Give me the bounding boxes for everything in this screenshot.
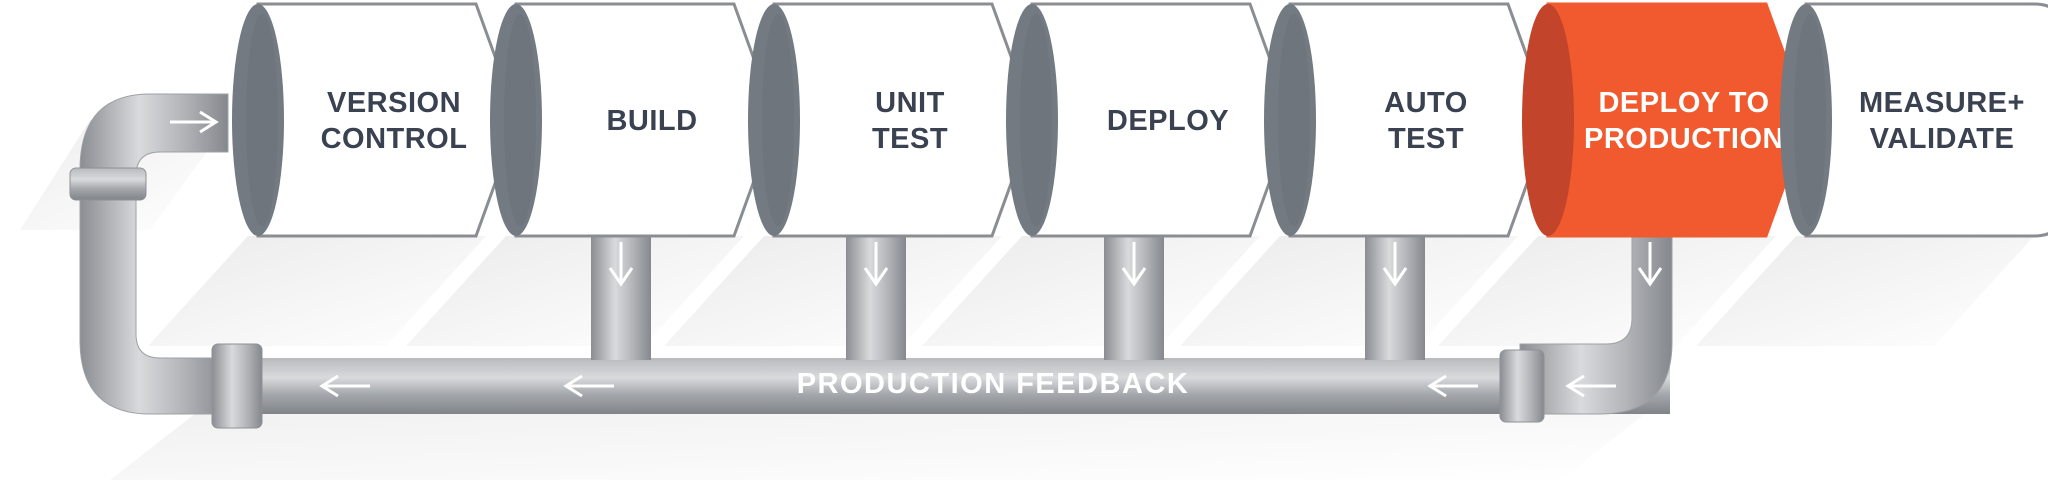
down-arrow-icon xyxy=(1382,242,1408,287)
stage-body xyxy=(1288,2,1552,238)
stage-label-line: VERSION xyxy=(327,87,461,119)
right-arrow-icon xyxy=(170,110,219,134)
down-arrow-icon xyxy=(608,242,634,287)
stage-build: BUILD xyxy=(490,2,778,238)
stage-shadow xyxy=(148,236,486,346)
down-arrow-icon xyxy=(1121,242,1147,287)
feedback-main-pipe xyxy=(210,358,1670,414)
pipe-coupling xyxy=(69,167,147,201)
end-cap-shade xyxy=(1794,14,1826,226)
stage-end-cap xyxy=(1522,4,1574,236)
feedback-pipes xyxy=(69,93,1673,429)
stage-label-line: DEPLOY TO xyxy=(1598,87,1769,119)
end-cap-shade xyxy=(1278,14,1310,226)
stage-body xyxy=(256,2,520,238)
stage-deploy-to-production: DEPLOY TO PRODUCTION xyxy=(1522,2,1810,238)
stage-label-line: CONTROL xyxy=(321,123,468,155)
deploy-return-pipe xyxy=(1519,235,1673,415)
stage-deploy: DEPLOY xyxy=(1006,2,1294,238)
left-arrow-icon xyxy=(319,374,370,398)
end-cap-shade xyxy=(504,14,536,226)
pipe-coupling xyxy=(1499,349,1545,423)
stage-shadow xyxy=(922,236,1260,346)
stage-label-line: BUILD xyxy=(606,105,697,137)
production-feedback-label: PRODUCTION FEEDBACK xyxy=(797,368,1190,400)
stage-unit-test: UNIT TEST xyxy=(748,2,1036,238)
pipe-shadow xyxy=(110,410,1650,480)
down-arrow-icon xyxy=(1637,242,1663,287)
stage-shadow xyxy=(1438,236,1776,346)
stage-shadow xyxy=(406,236,744,346)
stage-label-line: AUTO xyxy=(1384,87,1468,119)
stage-shadow xyxy=(664,236,1002,346)
end-cap-shade xyxy=(1020,14,1052,226)
pipeline-stages: VERSION CONTROL BUILD UNIT TEST DEPLOY AUTO TES… xyxy=(232,2,2048,238)
stage-body xyxy=(1546,2,1810,238)
end-cap-shade xyxy=(246,14,278,226)
left-arrow-icon xyxy=(1427,374,1478,398)
stage-body xyxy=(1804,2,2048,238)
stage-version-control: VERSION CONTROL xyxy=(232,2,520,238)
stage-auto-test: AUTO TEST xyxy=(1264,2,1552,238)
stage-label-line: DEPLOY xyxy=(1107,105,1229,137)
stage-body xyxy=(772,2,1036,238)
down-arrow-icon xyxy=(863,242,889,287)
stage-label-line: MEASURE+ xyxy=(1859,87,2025,119)
stage-shadow xyxy=(1696,236,2034,346)
stage-label-line: VALIDATE xyxy=(1870,123,2015,155)
stage-label-line: TEST xyxy=(1388,123,1464,155)
stage-measure--validate: MEASURE+ VALIDATE xyxy=(1780,2,2048,238)
left-arrow-icon xyxy=(1565,374,1616,398)
stage-label-line: UNIT xyxy=(875,87,945,119)
return-loop-pipe xyxy=(79,93,229,415)
end-cap-shade xyxy=(762,14,794,226)
pipe-coupling xyxy=(211,343,263,429)
left-arrow-icon xyxy=(563,374,614,398)
stage-label-line: PRODUCTION xyxy=(1584,123,1784,155)
stage-label-line: TEST xyxy=(872,123,948,155)
stage-shadow xyxy=(1180,236,1518,346)
